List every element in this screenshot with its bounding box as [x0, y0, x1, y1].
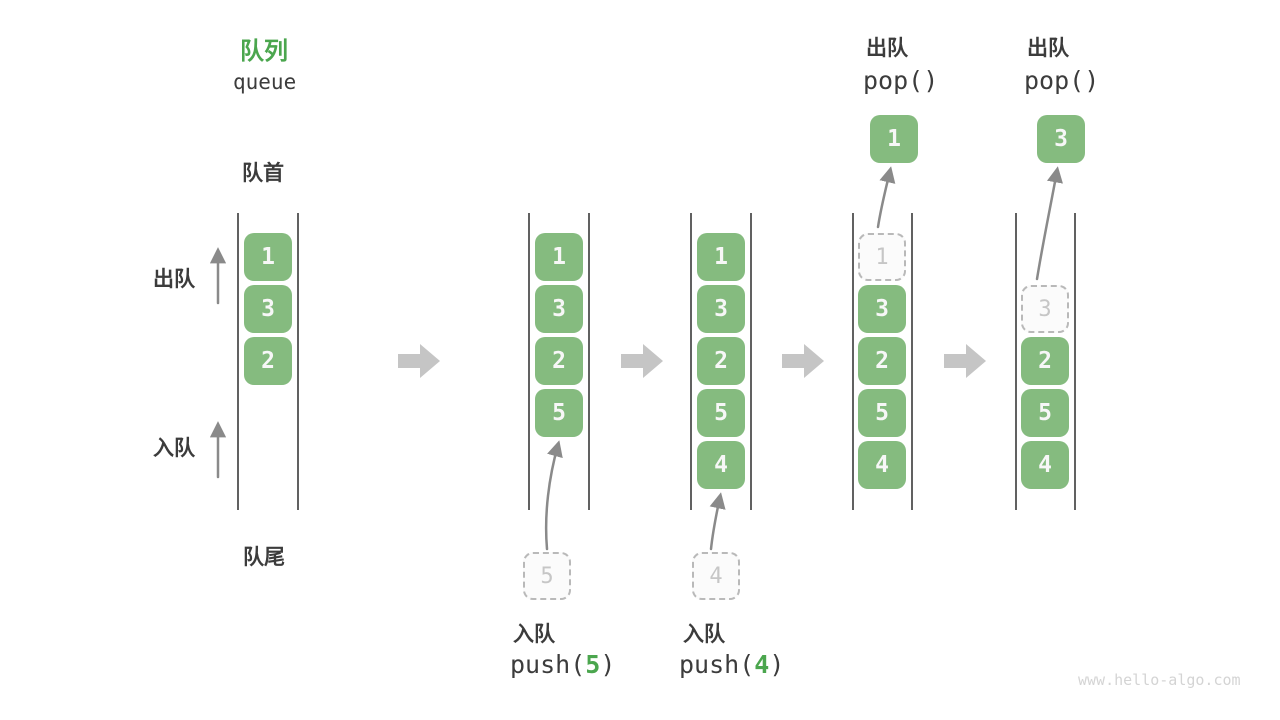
dequeue-op-code: pop(): [863, 66, 939, 95]
queue-element: 5: [1021, 389, 1069, 437]
queue-element: 3: [244, 285, 292, 333]
queue-wall-line: [1074, 213, 1076, 510]
enqueue-op-label: 入队: [683, 623, 725, 646]
queue-element: 2: [697, 337, 745, 385]
diagram-title-en: queue: [233, 70, 297, 94]
queue-element: 1: [535, 233, 583, 281]
fn-open: push(: [679, 650, 755, 679]
queue-wall-line: [750, 213, 752, 510]
popped-element: 1: [870, 115, 918, 163]
queue-element: 4: [858, 441, 906, 489]
pending-element: 5: [523, 552, 571, 600]
watermark: www.hello-algo.com: [1078, 671, 1241, 689]
fn-close: ): [600, 650, 616, 679]
flow-arrow-icon: [621, 344, 663, 378]
queue-wall-line: [1015, 213, 1017, 510]
dequeue-op-code: pop(): [1024, 66, 1100, 95]
queue-element: 3: [697, 285, 745, 333]
queue-element: 1: [697, 233, 745, 281]
queue-element: 2: [1021, 337, 1069, 385]
queue-wall-line: [911, 213, 913, 510]
queue-element: 2: [244, 337, 292, 385]
queue-element: 5: [697, 389, 745, 437]
fn-arg: 5: [585, 650, 601, 679]
queue-element: 1: [244, 233, 292, 281]
push-arrow-icon: [709, 492, 726, 551]
enqueue-side-label: 入队: [153, 437, 195, 460]
queue-front-label: 队首: [242, 162, 284, 185]
queue-element: 2: [858, 337, 906, 385]
queue-rear-label: 队尾: [243, 546, 285, 569]
pending-element: 4: [692, 552, 740, 600]
flow-arrow-icon: [944, 344, 986, 378]
queue-element: 5: [858, 389, 906, 437]
queue-element: 4: [697, 441, 745, 489]
flow-arrow-icon: [398, 344, 440, 378]
queue-wall-line: [852, 213, 854, 510]
queue-wall-line: [237, 213, 239, 510]
pop-arrow-icon: [876, 166, 896, 229]
diagram-title-zh: 队列: [240, 38, 288, 65]
queue-element: 3: [535, 285, 583, 333]
fn-arg: 4: [754, 650, 770, 679]
queue-wall-line: [297, 213, 299, 510]
flow-arrow-icon: [782, 344, 824, 378]
queue-wall-line: [690, 213, 692, 510]
queue-wall-line: [528, 213, 530, 510]
fn-open: push(: [510, 650, 586, 679]
removed-element-slot: 3: [1021, 285, 1069, 333]
enqueue-op-code: push(5): [510, 650, 615, 679]
enqueue-op-code: push(4): [679, 650, 784, 679]
enqueue-op-label: 入队: [513, 623, 555, 646]
dequeue-op-label: 出队: [1027, 37, 1069, 60]
fn-close: ): [769, 650, 785, 679]
queue-element: 5: [535, 389, 583, 437]
dequeue-side-label: 出队: [153, 268, 195, 291]
dequeue-op-label: 出队: [866, 37, 908, 60]
queue-element: 2: [535, 337, 583, 385]
queue-wall-line: [588, 213, 590, 510]
pop-arrow-icon: [1035, 166, 1063, 281]
queue-element: 3: [858, 285, 906, 333]
push-arrow-icon: [544, 440, 563, 551]
queue-element: 4: [1021, 441, 1069, 489]
removed-element-slot: 1: [858, 233, 906, 281]
popped-element: 3: [1037, 115, 1085, 163]
